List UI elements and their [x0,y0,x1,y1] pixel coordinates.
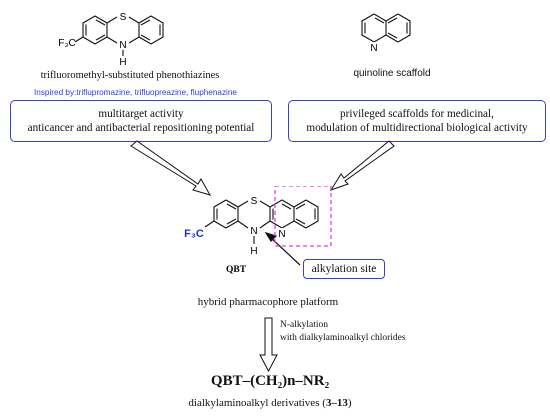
quinoline-highlight-box [274,186,332,247]
derivatives-range: 3–13 [325,397,348,409]
qbt-atom-n: N [250,226,257,237]
quinoline-caption: quinoline scaffold [353,68,431,79]
alkylation-site-box: alkylation site [303,259,385,279]
qbt-label: QBT [226,265,247,275]
inspired-by-text: Inspired by:triflupromazine, trifluoprea… [34,88,237,97]
reaction-line2: with dialkylaminoalkyl chlorides [280,333,406,343]
qbt-atom-h: H [250,246,257,257]
box-right-line1: privileged scaffolds for medicinal, [340,108,494,120]
quinoline-n: N [370,43,377,54]
atom-s: S [120,12,127,23]
multitarget-activity-box: multitarget activity anticancer and anti… [10,100,272,142]
down-hollow-arrow [259,317,278,373]
qbt-atom-s: S [251,196,258,207]
right-arrow [329,140,395,191]
qbt-atom-n2: N [278,229,285,240]
product-formula: QBT–(CH₂)n–NR₂ [210,373,330,389]
derivatives-suffix: ) [347,397,352,409]
left-hollow-arrow [130,140,212,196]
atom-n: N [119,40,126,51]
derivatives-prefix: dialkylaminoalkyl derivatives ( [188,397,326,409]
substituent-cf3: F₃C [58,38,75,49]
reaction-line1: N-alkylation [280,320,329,330]
derivatives-caption: dialkylaminoalkyl derivatives (3–13) [150,397,390,409]
box-left-line1: multitarget activity [98,108,184,120]
privileged-scaffold-box: privileged scaffolds for medicinal, modu… [288,100,546,142]
phenothiazine-caption: trifluoromethyl-substituted phenothiazin… [40,70,220,81]
qbt-structure: S N N H F₃C QBT [184,186,332,275]
box-left-line2: anticancer and antibacterial repositioni… [27,122,255,134]
qbt-substituent-cf3: F₃C [184,228,204,240]
box-right-line2: modulation of multidirectional biologica… [306,122,528,134]
atom-h: H [119,57,126,68]
phenothiazine-structure: S N H F₃C [58,12,164,68]
quinoline-structure: N [361,13,411,54]
platform-caption: hybrid pharmacophore platform [197,296,339,308]
